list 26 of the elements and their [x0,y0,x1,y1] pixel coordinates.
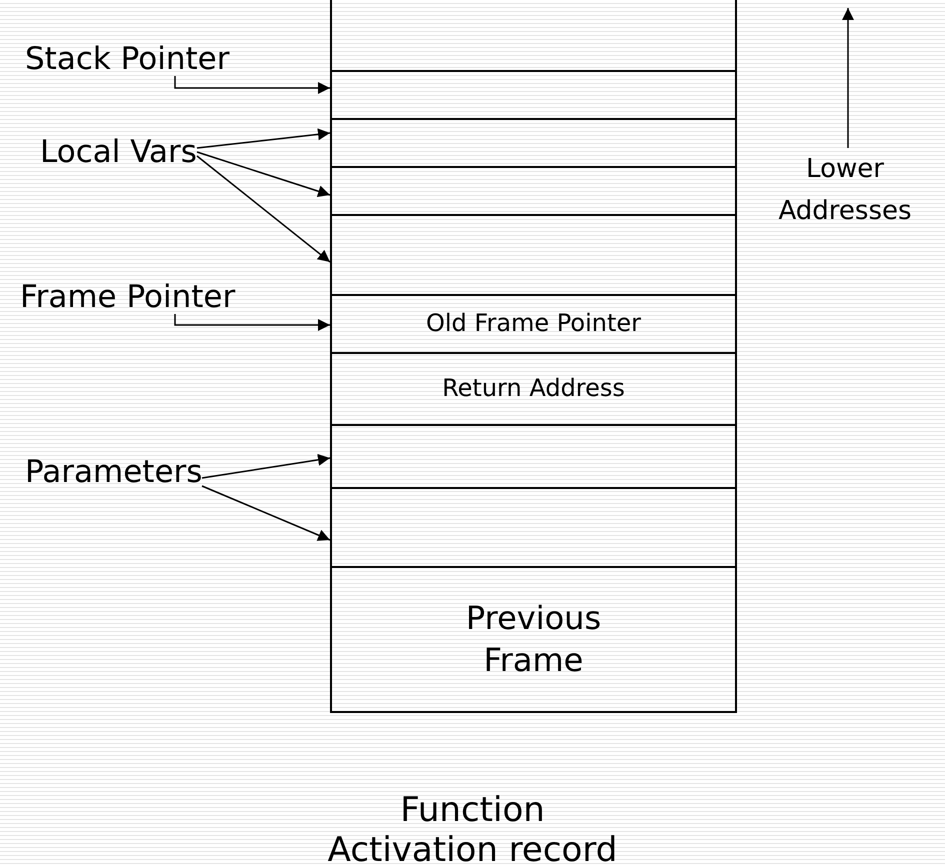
stack-slot [330,424,737,489]
pointer-label: Frame Pointer [20,280,236,314]
slot-label: Previous Frame [464,598,602,680]
arrow [196,128,330,149]
pointer-label: Parameters [25,455,202,489]
slot-label: Return Address [442,374,625,402]
pointer-label: Local Vars [40,135,197,169]
arrow [174,76,330,94]
arrow [174,314,330,331]
stack-slot [330,70,737,120]
pointer-label: Stack Pointer [25,42,230,76]
direction-label: Lower Addresses [777,153,913,228]
stack-slot [330,294,737,354]
stack-slot [330,566,737,713]
arrow [202,454,330,479]
arrow [196,151,330,198]
caption: Function Activation record [326,790,618,866]
arrow [202,485,330,541]
arrow [196,155,330,263]
stack-slot [330,0,737,72]
stack-slot [330,214,737,296]
stack-slot [330,118,737,168]
slot-label: Old Frame Pointer [426,309,642,337]
stack-slot [330,352,737,426]
stack-slot [330,166,737,216]
stack-slot [330,487,737,568]
